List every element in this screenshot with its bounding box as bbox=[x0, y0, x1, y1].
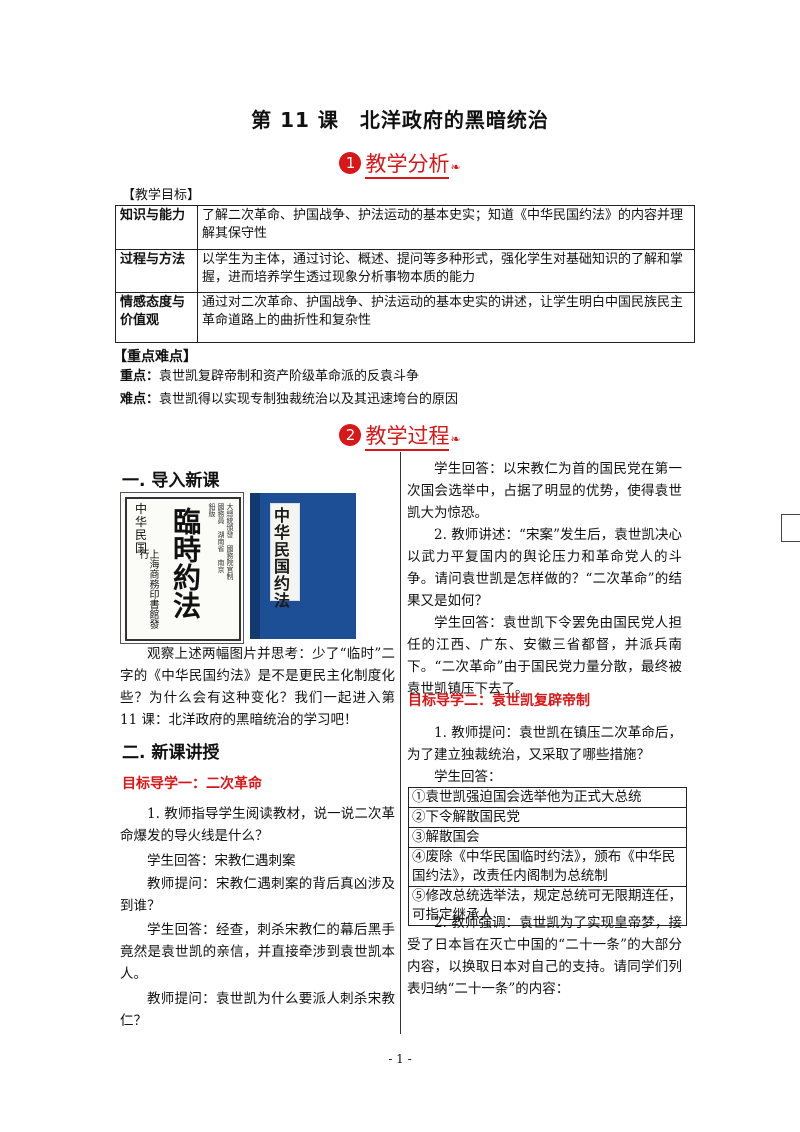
objective-text: 以学生为主体，通过讨论、概述、提问等多种形式，强化学生对基础知识的了解和掌握，进… bbox=[197, 249, 695, 293]
objectives-label: 【教学目标】 bbox=[122, 188, 201, 203]
provisional-constitution-cover-image: 中华民国 臨時約法 大總統頒發 國務院官制 國務員 湖南省 南京 鉛版 上海商務… bbox=[120, 492, 244, 644]
table-row: ①袁世凯强迫国会选举他为正式大总统 bbox=[408, 787, 687, 808]
book1-big-title: 臨時約法 bbox=[169, 507, 202, 619]
left-paragraph: 教师提问：宋教仁遇刺案的背后真凶涉及到谁？ bbox=[120, 876, 395, 914]
book2-title: 中华民国约法 bbox=[274, 506, 291, 610]
section-number-badge: 2 bbox=[339, 424, 362, 446]
guide-two-heading: 目标导学二：袁世凯复辟帝制 bbox=[408, 693, 590, 709]
intro-heading: 一. 导入新课 bbox=[122, 471, 220, 491]
section-process-title: 教学过程 bbox=[365, 424, 450, 451]
left-paragraph: 教师提问：袁世凯为什么要派人刺杀宋教仁？ bbox=[120, 991, 395, 1029]
column-divider bbox=[400, 452, 401, 1034]
intro-paragraph: 观察上述两幅图片并思考：少了“临时”二字的《中华民国约法》是不是更民主化制度化些… bbox=[120, 646, 395, 728]
objective-label: 知识与能力 bbox=[115, 205, 198, 250]
answer-cell: ⑤修改总统选举法，规定总统可无限期连任，可指定继承人 bbox=[408, 886, 687, 926]
book1-left-text: 中华民国 bbox=[135, 502, 148, 555]
answer-cell: ④废除《中华民国临时约法》，颁布《中华民国约法》，改责任内阁制为总统制 bbox=[408, 847, 687, 887]
table-row: 过程与方法 以学生为主体，通过讨论、概述、提问等多种形式，强化学生对基础知识的了… bbox=[115, 249, 695, 293]
book1-publisher: 上海商務印書館發行 bbox=[137, 549, 158, 629]
objective-text: 了解二次革命、护国战争、护法运动的基本史实；知道《中华民国约法》的内容并理解其保… bbox=[197, 205, 695, 250]
right-paragraph: 学生回答：袁世凯下令罢免由国民党人担任的江西、广东、安徽三省都督，并派兵南下。“… bbox=[407, 615, 682, 697]
objective-label: 情感态度与价值观 bbox=[115, 292, 198, 343]
answer-cell: ③解散国会 bbox=[408, 827, 687, 848]
right-paragraph: 2. 教师讲述：“宋案”发生后，袁世凯决心以武力平复国内的舆论压力和革命党人的斗… bbox=[407, 527, 682, 609]
key-point: 重点：袁世凯复辟帝制和资产阶级革命派的反袁斗争 bbox=[120, 368, 419, 386]
right-paragraph: 1. 教师提问：袁世凯在镇压二次革命后，为了建立独裁统治，又采取了哪些措施？ bbox=[407, 725, 682, 763]
table-row: ③解散国会 bbox=[408, 827, 687, 848]
right-paragraph: 学生回答：以宋教仁为首的国民党在第一次国会选举中，占据了明显的优势，使得袁世凯大… bbox=[407, 461, 682, 521]
table-row: 情感态度与价值观 通过对二次革命、护国战争、护法运动的基本史实的讲述，让学生明白… bbox=[115, 292, 695, 343]
republic-constitution-cover-image: 中华民国约法 bbox=[250, 493, 356, 639]
left-paragraph: 1. 教师指导学生阅读教材，说一说二次革命爆发的导火线是什么？ bbox=[120, 806, 395, 844]
right-paragraph: 2. 教师强调：袁世凯为了实现皇帝梦，接受了日本旨在灭亡中国的“二十一条”的大部… bbox=[407, 915, 682, 997]
edge-box bbox=[781, 514, 800, 542]
hard-label: 难点： bbox=[120, 392, 160, 407]
guide-one-heading: 目标导学一：二次革命 bbox=[122, 776, 262, 792]
objective-label: 过程与方法 bbox=[115, 249, 198, 293]
page-number: - 1 - bbox=[388, 1052, 412, 1066]
leaf-decoration-icon: ❧ bbox=[450, 432, 461, 446]
page-title: 第 11 课 北洋政府的黑暗统治 bbox=[251, 108, 549, 132]
section-analysis-title: 教学分析 bbox=[365, 152, 450, 179]
hard-text: 袁世凯得以实现专制独裁统治以及其迅速垮台的原因 bbox=[159, 392, 459, 407]
table-row: ⑤修改总统选举法，规定总统可无限期连任，可指定继承人 bbox=[408, 886, 687, 926]
leaf-decoration-icon: ❧ bbox=[450, 160, 461, 174]
answer-cell: ②下令解散国民党 bbox=[408, 807, 687, 828]
objectives-table: 知识与能力 了解二次革命、护国战争、护法运动的基本史实；知道《中华民国约法》的内… bbox=[115, 205, 695, 343]
key-text: 袁世凯复辟帝制和资产阶级革命派的反袁斗争 bbox=[159, 369, 420, 384]
new-lesson-heading: 二. 新课讲授 bbox=[122, 743, 220, 763]
left-paragraph: 学生回答：经查，刺杀宋教仁的幕后黑手竟然是袁世凯的亲信，并直接牵涉到袁世凯本人。 bbox=[120, 922, 395, 982]
right-paragraph: 学生回答： bbox=[434, 769, 502, 785]
left-paragraph: 学生回答：宋教仁遇刺案 bbox=[147, 853, 296, 869]
keypoints-label: 【重点难点】 bbox=[113, 349, 197, 365]
hard-point: 难点：袁世凯得以实现专制独裁统治以及其迅速垮台的原因 bbox=[120, 391, 458, 409]
table-row: 知识与能力 了解二次革命、护国战争、护法运动的基本史实；知道《中华民国约法》的内… bbox=[115, 205, 695, 250]
answer-cell: ①袁世凯强迫国会选举他为正式大总统 bbox=[408, 787, 687, 808]
key-label: 重点： bbox=[120, 369, 160, 384]
section-number-badge: 1 bbox=[339, 152, 362, 174]
objective-text: 通过对二次革命、护国战争、护法运动的基本史实的讲述，让学生明白中国民族民主革命道… bbox=[197, 292, 695, 343]
table-row: ②下令解散国民党 bbox=[408, 807, 687, 828]
answers-table: ①袁世凯强迫国会选举他为正式大总统 ②下令解散国民党 ③解散国会 ④废除《中华民… bbox=[408, 787, 687, 926]
book1-mid-text: 大總統頒發 國務院官制 國務員 湖南省 南京 鉛版 bbox=[208, 503, 234, 587]
table-row: ④废除《中华民国临时约法》，颁布《中华民国约法》，改责任内阁制为总统制 bbox=[408, 847, 687, 887]
